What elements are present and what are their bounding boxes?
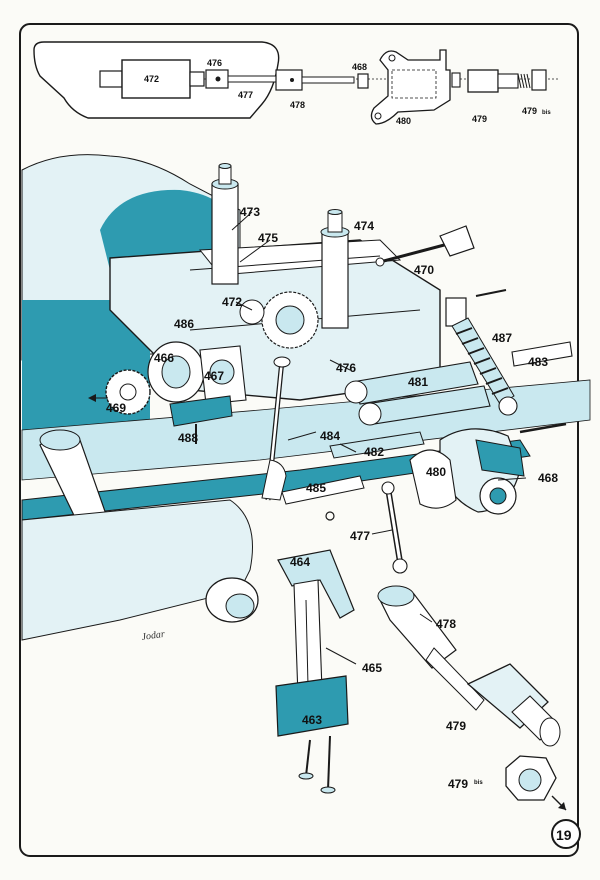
part-480-bracket — [409, 449, 457, 509]
inset-label-479bis: 479 — [522, 106, 537, 116]
part-481-bars — [344, 361, 491, 426]
label-479bis: 479 — [448, 777, 468, 791]
label-487: 487 — [492, 331, 512, 345]
part-484-column — [261, 356, 291, 501]
label-484: 484 — [320, 429, 340, 443]
part-479bis-nut — [505, 755, 567, 811]
label-473: 473 — [240, 205, 260, 219]
part-470-bevel-shaft — [375, 225, 475, 267]
center-gears — [239, 291, 319, 349]
label-466: 466 — [154, 351, 174, 365]
part-485-rod — [281, 475, 365, 505]
inset-diagram: 472 476 477 478 468 480 479 479 bis — [33, 41, 560, 126]
label-474: 474 — [354, 219, 374, 233]
inset-part-478 — [275, 69, 303, 91]
label-464: 464 — [290, 555, 310, 569]
inset-part-479 — [467, 69, 499, 93]
page-border — [19, 23, 579, 857]
inset-label-478: 478 — [290, 100, 305, 110]
inset-part-480 — [370, 49, 451, 125]
label-486: 486 — [174, 317, 194, 331]
inset-label-479bis-suffix: bis — [542, 110, 551, 116]
label-479: 479 — [446, 719, 466, 733]
part-labels: 473 474 475 470 472 486 487 483 466 467 … — [106, 205, 558, 791]
label-477: 477 — [350, 529, 370, 543]
inset-label-479: 479 — [472, 114, 487, 124]
label-481: 481 — [408, 375, 428, 389]
label-485: 485 — [306, 481, 326, 495]
part-483-pin — [511, 341, 573, 367]
label-479bis-suffix: bis — [474, 780, 483, 786]
part-469-gear — [105, 369, 151, 415]
label-478: 478 — [436, 617, 456, 631]
part-473-tower — [211, 163, 239, 285]
part-463-465-stand — [275, 549, 355, 794]
label-475: 475 — [258, 231, 278, 245]
label-465: 465 — [362, 661, 382, 675]
inset-label-477: 477 — [238, 90, 253, 100]
page-number: 19 — [556, 827, 572, 843]
label-467: 467 — [204, 369, 224, 383]
part-487-shock — [445, 289, 518, 416]
part-479-threaded-nut — [466, 663, 561, 747]
part-482-link — [329, 431, 425, 459]
artist-signature: Jodar — [141, 629, 166, 643]
label-472: 472 — [222, 295, 242, 309]
part-466-467-assembly — [147, 341, 247, 405]
part-468-hub — [439, 428, 525, 515]
label-483: 483 — [528, 355, 548, 369]
inset-part-472 — [99, 70, 123, 88]
label-482: 482 — [364, 445, 384, 459]
main-drawing — [21, 154, 591, 811]
label-476: 476 — [336, 361, 356, 375]
page-number-badge: 19 — [551, 819, 581, 849]
leader-lines — [96, 211, 527, 665]
part-477-rod — [381, 481, 408, 574]
part-488-mount — [169, 395, 233, 427]
part-478-sleeve — [377, 585, 485, 711]
inset-part-468 — [357, 73, 369, 89]
label-488: 488 — [178, 431, 198, 445]
label-480: 480 — [426, 465, 446, 479]
inset-label-480: 480 — [396, 116, 411, 126]
inset-label-468: 468 — [352, 62, 367, 72]
part-474-tower — [320, 209, 350, 329]
label-470: 470 — [414, 263, 434, 277]
label-463: 463 — [302, 713, 322, 727]
label-469: 469 — [106, 401, 126, 415]
inset-label-476: 476 — [207, 58, 222, 68]
inset-part-479bis — [531, 69, 547, 91]
label-468: 468 — [538, 471, 558, 485]
inset-label-472: 472 — [144, 74, 159, 84]
